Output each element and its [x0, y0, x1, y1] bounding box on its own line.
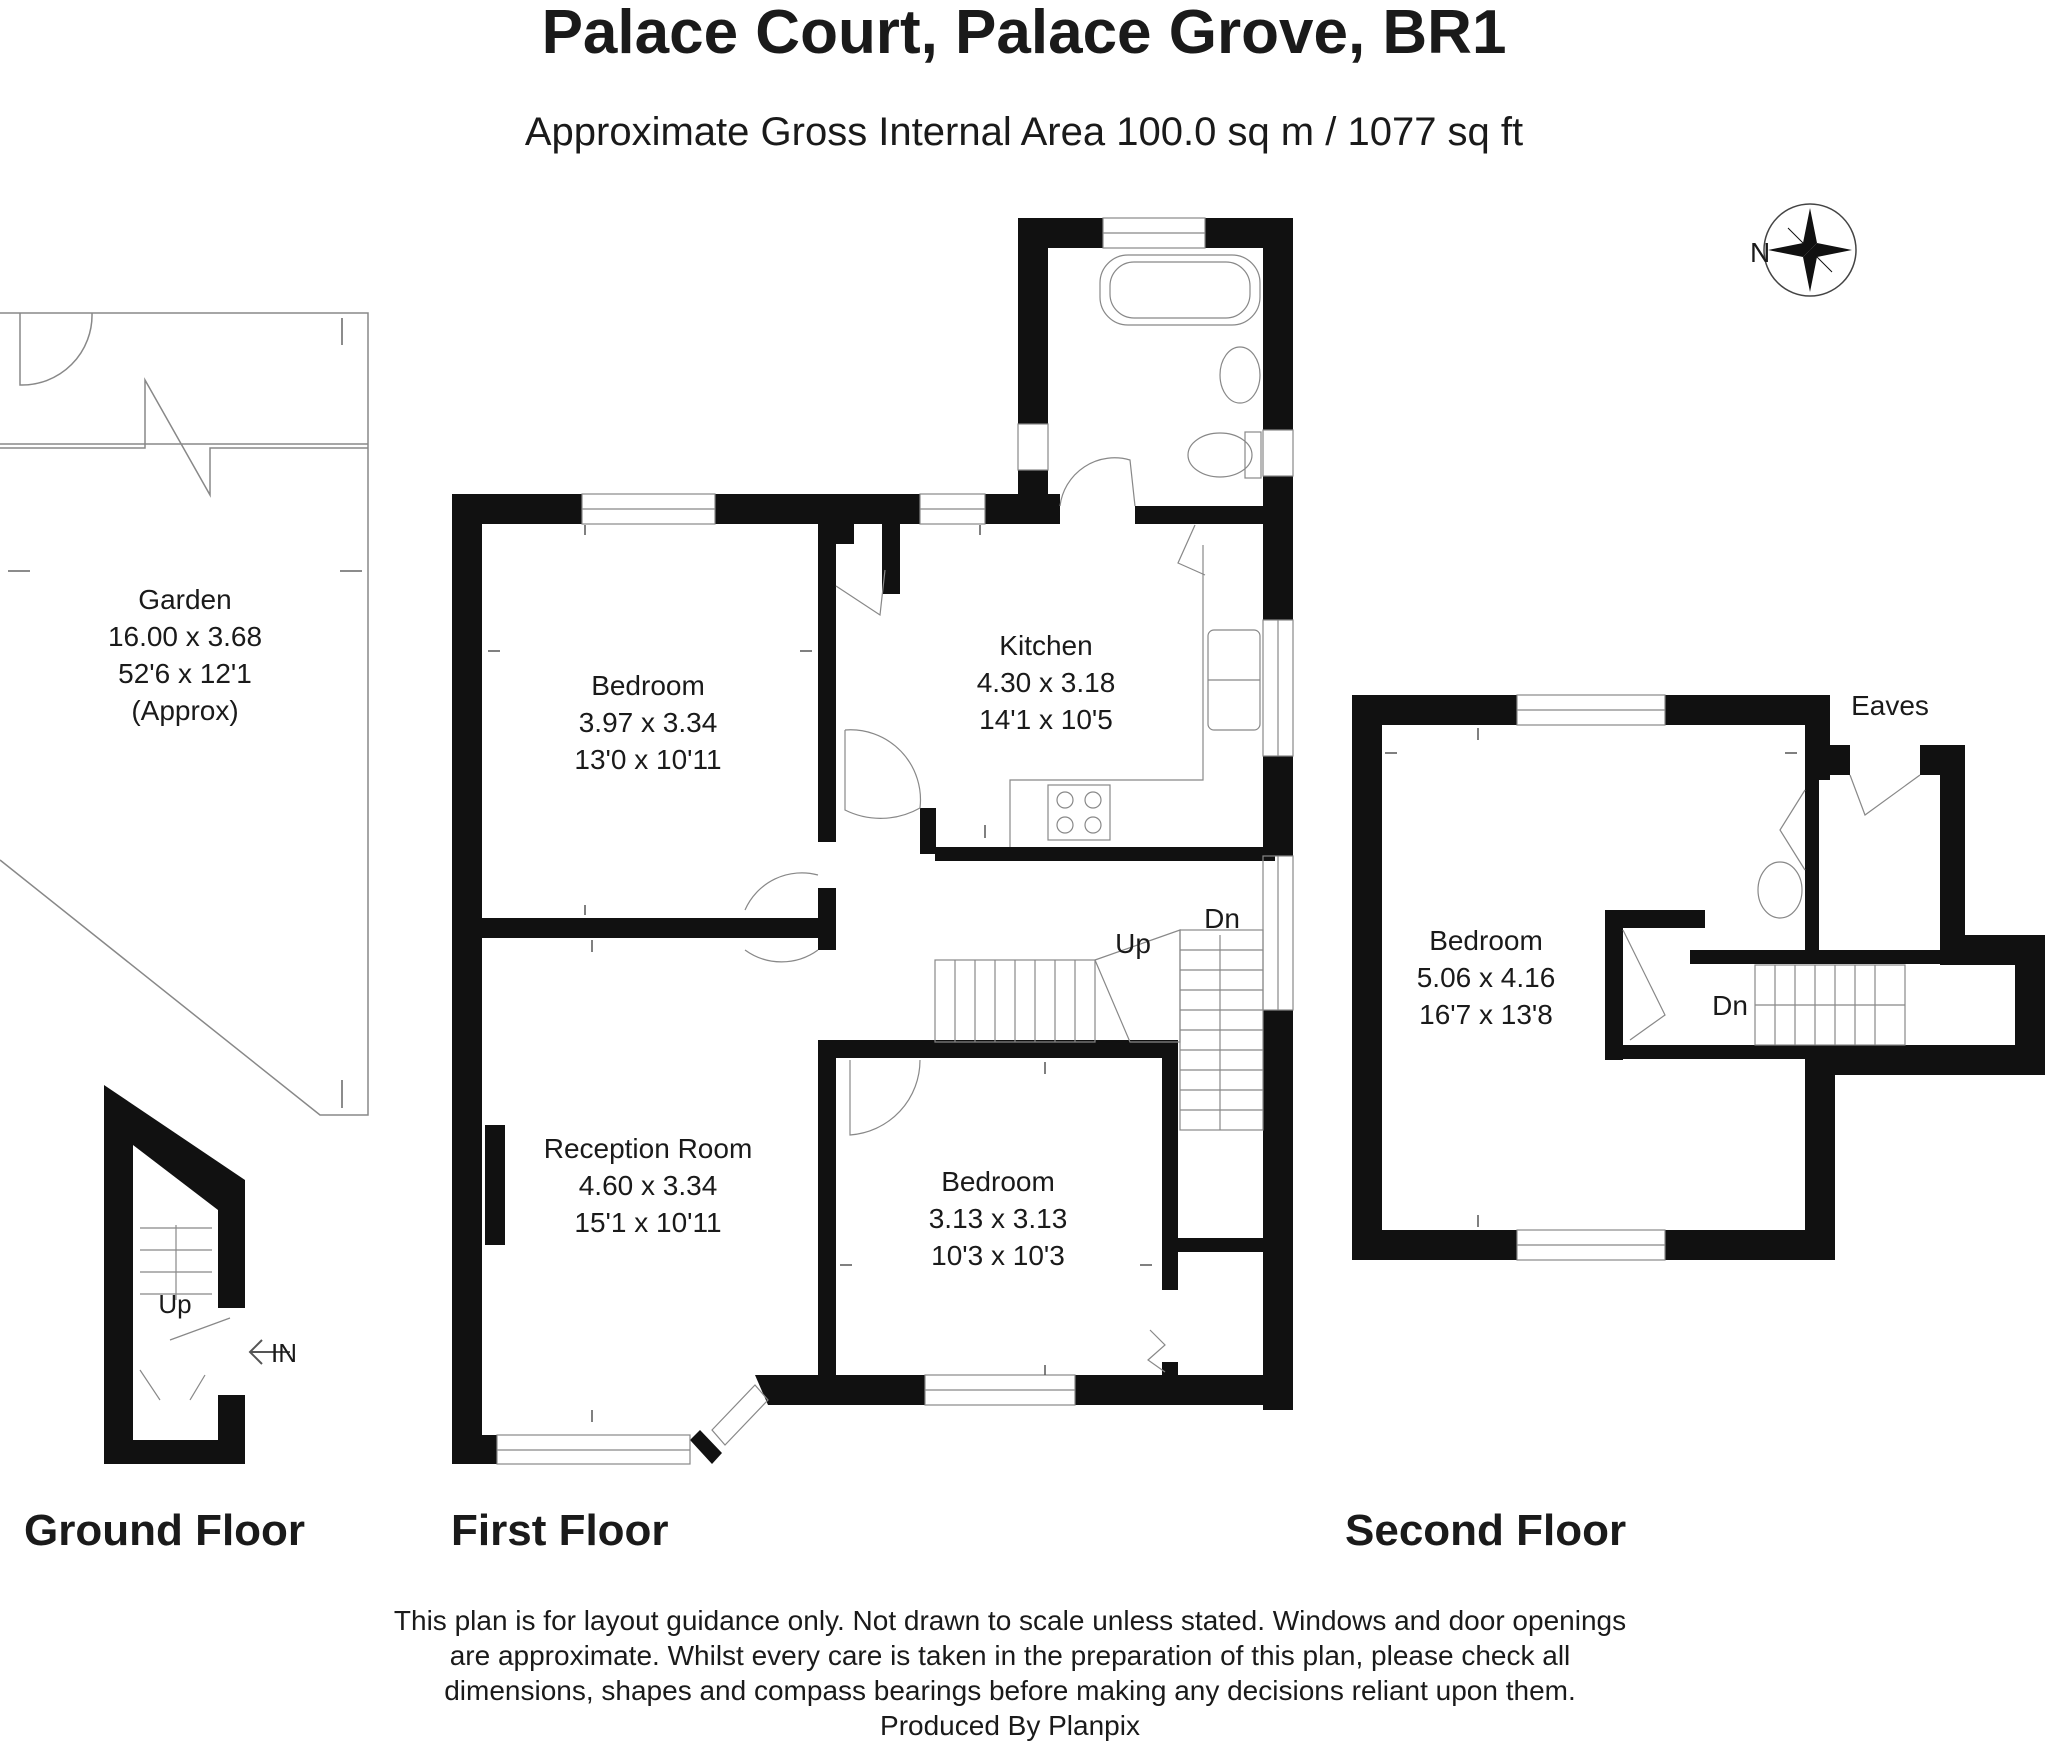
disclaimer-line-3: dimensions, shapes and compass bearings … — [444, 1675, 1576, 1706]
ground-floor-heading: Ground Floor — [24, 1506, 306, 1555]
second-floor-walls — [1352, 695, 2045, 1260]
compass-rose — [1763, 203, 1857, 297]
reception-metric: 4.60 x 3.34 — [579, 1170, 718, 1201]
producer-credit: Produced By Planpix — [880, 1710, 1140, 1741]
plan-title: Palace Court, Palace Grove, BR1 — [541, 0, 1507, 67]
garden-note: (Approx) — [131, 695, 238, 726]
garden-imperial: 52'6 x 12'1 — [118, 658, 252, 689]
reception-imperial: 15'1 x 10'11 — [574, 1207, 721, 1238]
kitchen-name: Kitchen — [999, 630, 1092, 661]
garden-metric: 16.00 x 3.68 — [108, 621, 262, 652]
bedroom-3-metric: 5.06 x 4.16 — [1417, 962, 1556, 993]
bedroom-1-name: Bedroom — [591, 670, 705, 701]
kitchen-metric: 4.30 x 3.18 — [977, 667, 1116, 698]
first-floor-up-label: Up — [1115, 928, 1151, 959]
second-floor-down-label: Dn — [1712, 990, 1748, 1021]
disclaimer-line-1: This plan is for layout guidance only. N… — [393, 1605, 1627, 1636]
kitchen-imperial: 14'1 x 10'5 — [979, 704, 1113, 735]
gross-area-subtitle: Approximate Gross Internal Area 100.0 sq… — [524, 110, 1524, 154]
entrance-in-label: IN — [271, 1338, 297, 1368]
first-floor-walls — [452, 218, 1293, 1464]
bedroom-2-imperial: 10'3 x 10'3 — [931, 1240, 1065, 1271]
second-floor-heading: Second Floor — [1345, 1506, 1627, 1555]
disclaimer: This plan is for layout guidance only. N… — [300, 1603, 1720, 1743]
dimension-ticks — [488, 525, 1797, 1422]
bedroom-3-imperial: 16'7 x 13'8 — [1419, 999, 1553, 1030]
garden-name: Garden — [138, 584, 231, 615]
first-floor-fixtures — [496, 217, 1294, 1465]
bedroom-2-name: Bedroom — [941, 1166, 1055, 1197]
disclaimer-line-2: are approximate. Whilst every care is ta… — [449, 1640, 1571, 1671]
bedroom-2-metric: 3.13 x 3.13 — [929, 1203, 1068, 1234]
bedroom-3-name: Bedroom — [1429, 925, 1543, 956]
garden-outline — [0, 312, 369, 1116]
first-floor-down-label: Dn — [1204, 903, 1240, 934]
reception-name: Reception Room — [544, 1133, 753, 1164]
second-floor-fixtures — [1516, 694, 1921, 1261]
compass-north-label: N — [1750, 237, 1770, 268]
bedroom-1-imperial: 13'0 x 10'11 — [574, 744, 721, 775]
bedroom-1-metric: 3.97 x 3.34 — [579, 707, 718, 738]
eaves-label: Eaves — [1851, 690, 1929, 721]
first-floor-heading: First Floor — [451, 1506, 669, 1555]
ground-floor-entrance — [104, 1085, 290, 1464]
ground-floor-up-label: Up — [158, 1289, 191, 1319]
